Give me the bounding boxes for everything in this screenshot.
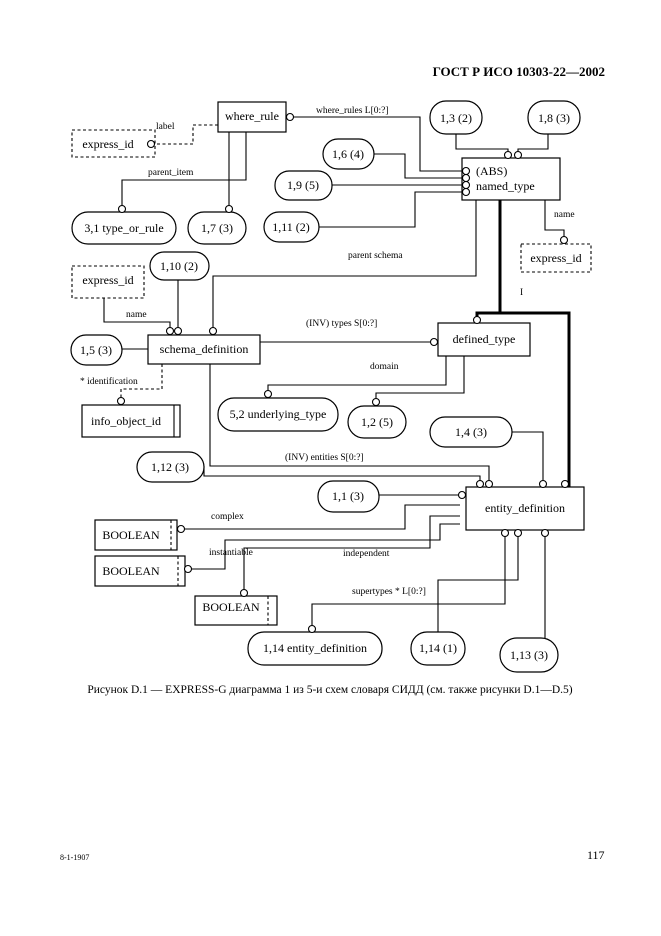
page-ref-3-1-type-or-rule: 3,1 type_or_rule — [71, 211, 177, 245]
relationship-end-circles — [116, 112, 570, 634]
label-independent: independent — [343, 549, 390, 559]
svg-text:BOOLEAN: BOOLEAN — [202, 600, 260, 614]
label-label: label — [156, 122, 175, 132]
svg-text:named_type: named_type — [476, 179, 535, 193]
svg-text:1,3 (2): 1,3 (2) — [440, 111, 472, 125]
svg-text:1,2 (5): 1,2 (5) — [361, 415, 393, 429]
page-ref-1-8: 1,8 (3) — [527, 100, 581, 135]
page-ref-1-2: 1,2 (5) — [347, 405, 407, 439]
svg-text:1,9 (5): 1,9 (5) — [287, 178, 319, 192]
svg-text:1,8 (3): 1,8 (3) — [538, 111, 570, 125]
page-ref-1-11: 1,11 (2) — [263, 211, 320, 243]
relationship-labels: where_rules L[0:?] label parent_item nam… — [80, 106, 575, 597]
type-boolean-independent: BOOLEAN — [94, 555, 186, 587]
label-complex: complex — [211, 512, 244, 522]
label-instantiable: instantiable — [209, 548, 253, 558]
svg-text:3,1 type_or_rule: 3,1 type_or_rule — [84, 221, 163, 235]
label-name-schema: name — [126, 310, 147, 320]
label-parent-item: parent_item — [148, 168, 194, 178]
svg-text:info_object_id: info_object_id — [91, 414, 161, 428]
label-where-rules: where_rules L[0:?] — [316, 106, 389, 116]
entity-schema-definition: schema_definition — [147, 334, 261, 365]
page-ref-1-4: 1,4 (3) — [429, 416, 513, 448]
page-ref-1-7: 1,7 (3) — [187, 211, 247, 245]
svg-text:defined_type: defined_type — [453, 332, 516, 346]
type-express-id-name: express_id — [520, 243, 592, 273]
express-g-diagram: .ln { stroke:#000; stroke-width:1.1; fil… — [70, 100, 592, 673]
page-ref-1-14-entity-definition: 1,14 entity_definition — [247, 631, 383, 666]
label-name-named-type: name — [554, 210, 575, 220]
svg-text:(ABS): (ABS) — [476, 164, 507, 178]
svg-text:1,11 (2): 1,11 (2) — [272, 220, 310, 234]
svg-text:1,13 (3): 1,13 (3) — [510, 648, 548, 662]
svg-text:5,2 underlying_type: 5,2 underlying_type — [230, 407, 327, 421]
label-parent-schema: parent schema — [348, 251, 403, 261]
svg-text:1,1 (3): 1,1 (3) — [332, 489, 364, 503]
svg-text:1,14 entity_definition: 1,14 entity_definition — [263, 641, 367, 655]
page-ref-1-13: 1,13 (3) — [499, 637, 559, 673]
svg-text:schema_definition: schema_definition — [160, 342, 249, 356]
svg-text:1,5 (3): 1,5 (3) — [80, 343, 112, 357]
svg-text:1,7 (3): 1,7 (3) — [201, 221, 233, 235]
svg-text:express_id: express_id — [530, 251, 581, 265]
type-boolean-instantiable: BOOLEAN — [194, 595, 278, 626]
svg-text:1,14 (1): 1,14 (1) — [419, 641, 457, 655]
footer-print-code: 8-1-1907 — [60, 853, 90, 862]
page-ref-1-6: 1,6 (4) — [322, 138, 375, 170]
page-number: 117 — [587, 848, 605, 862]
page-ref-5-2-underlying-type: 5,2 underlying_type — [217, 397, 339, 432]
type-express-id-schema: express_id — [71, 265, 145, 299]
entity-defined-type: defined_type — [437, 322, 531, 357]
svg-text:1,12 (3): 1,12 (3) — [151, 460, 189, 474]
svg-text:BOOLEAN: BOOLEAN — [102, 564, 160, 578]
entity-named-type: (ABS) named_type — [461, 157, 561, 201]
standard-header: ГОСТ Р ИСО 10303-22—2002 — [432, 64, 605, 79]
svg-text:1,6 (4): 1,6 (4) — [332, 147, 364, 161]
svg-text:BOOLEAN: BOOLEAN — [102, 528, 160, 542]
label-types: (INV) types S[0:?] — [306, 318, 377, 329]
type-info-object-id: info_object_id — [81, 404, 181, 438]
type-express-id-label: express_id — [71, 129, 156, 158]
svg-text:express_id: express_id — [82, 273, 133, 287]
svg-text:where_rule: where_rule — [225, 109, 279, 123]
page-ref-1-10: 1,10 (2) — [149, 251, 210, 281]
label-domain: domain — [370, 362, 399, 372]
label-identification: * identification — [80, 376, 138, 387]
label-entities: (INV) entities S[0:?] — [285, 452, 364, 463]
entity-entity-definition: entity_definition — [465, 486, 585, 531]
page-ref-1-12: 1,12 (3) — [136, 451, 205, 483]
page-ref-1-1: 1,1 (3) — [317, 480, 380, 513]
svg-text:entity_definition: entity_definition — [485, 501, 565, 515]
page-ref-1-3: 1,3 (2) — [429, 100, 483, 135]
svg-text:express_id: express_id — [82, 137, 133, 151]
figure-caption: Рисунок D.1 — EXPRESS-G диаграмма 1 из 5… — [87, 684, 573, 696]
label-supertypes: supertypes * L[0:?] — [352, 587, 426, 597]
page-ref-1-5: 1,5 (3) — [70, 334, 123, 366]
page-ref-1-9: 1,9 (5) — [274, 170, 333, 201]
label-inheritance-mark: I — [520, 288, 523, 298]
entity-where-rule: where_rule — [217, 101, 287, 133]
svg-text:1,4 (3): 1,4 (3) — [455, 425, 487, 439]
page-ref-1-14-1: 1,14 (1) — [410, 631, 466, 666]
type-boolean-complex: BOOLEAN — [94, 519, 178, 551]
svg-text:1,10 (2): 1,10 (2) — [160, 259, 198, 273]
